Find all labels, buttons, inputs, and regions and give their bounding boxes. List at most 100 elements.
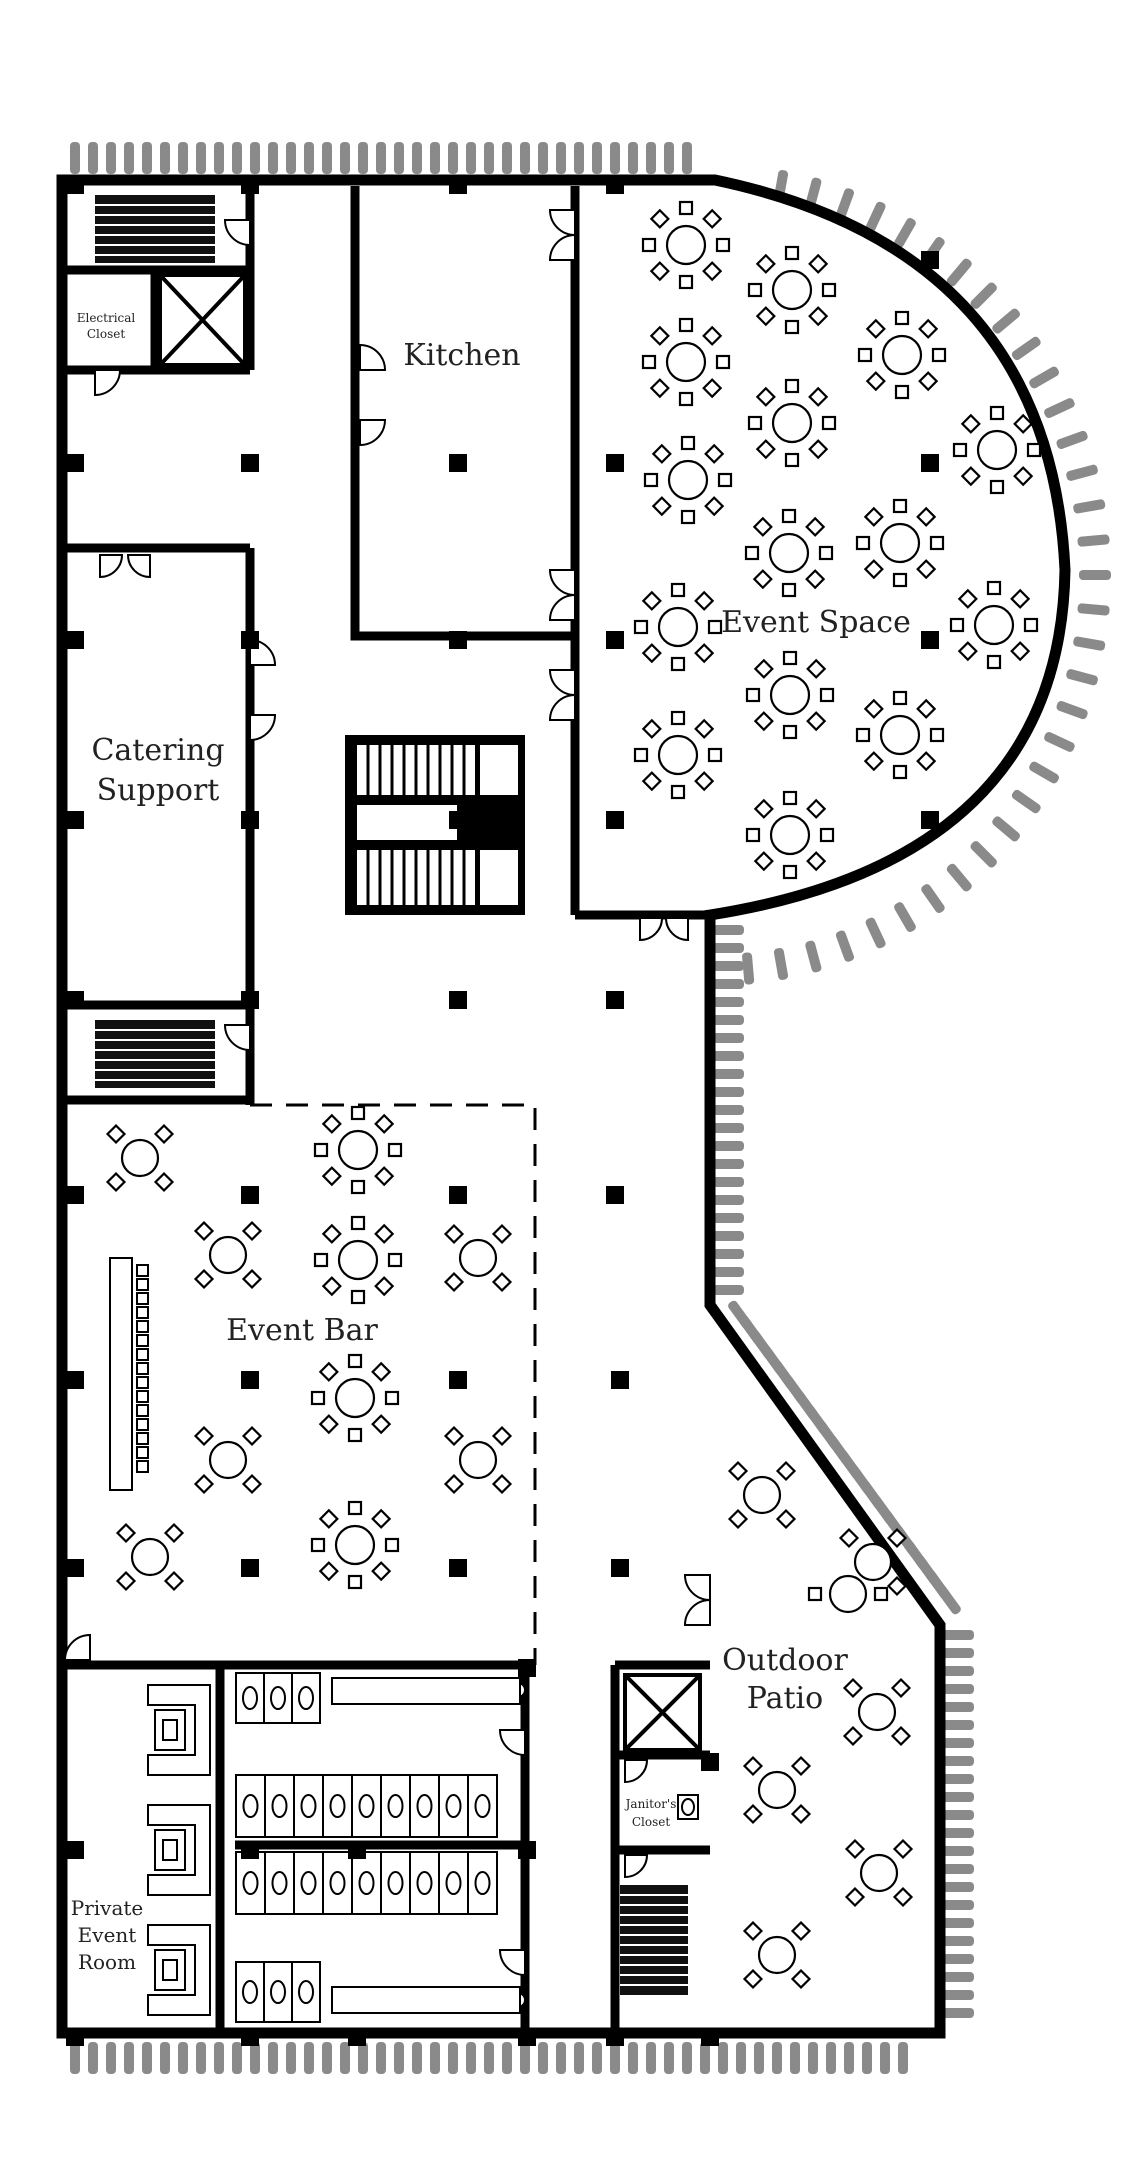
column xyxy=(66,1371,84,1389)
electrical-closet-label: Electrical xyxy=(77,311,136,325)
shrub xyxy=(682,2042,692,2074)
round-table xyxy=(855,498,945,588)
outdoor-patio-label: Outdoor xyxy=(722,1643,848,1678)
shrub xyxy=(942,1666,974,1676)
shrub xyxy=(942,1864,974,1874)
shrub xyxy=(835,188,855,220)
restrooms xyxy=(235,1672,526,2023)
door-swing xyxy=(359,343,387,371)
shrub xyxy=(942,1900,974,1910)
shrub xyxy=(970,282,997,309)
shrub xyxy=(646,2042,656,2074)
shrub xyxy=(556,2042,566,2074)
four-seat-table xyxy=(727,1460,797,1530)
shrub xyxy=(88,142,98,174)
shrub xyxy=(1066,669,1098,686)
restroom-stall xyxy=(291,1961,321,2023)
column xyxy=(241,631,259,649)
four-seat-table xyxy=(842,1677,912,1747)
bar-stool xyxy=(136,1404,149,1417)
four-seat-table xyxy=(443,1425,513,1495)
toilet xyxy=(271,1794,288,1818)
round-table xyxy=(313,1215,403,1305)
shrub xyxy=(790,2042,800,2074)
doors xyxy=(63,209,711,1977)
shrub xyxy=(592,142,602,174)
shrub xyxy=(250,142,260,174)
shrub xyxy=(304,142,314,174)
shrub xyxy=(610,2042,620,2074)
shrub xyxy=(942,1684,974,1694)
shrub xyxy=(772,2042,782,2074)
column xyxy=(241,991,259,1009)
shrub xyxy=(1029,761,1059,784)
shrub xyxy=(942,1828,974,1838)
shrub xyxy=(430,142,440,174)
shrub xyxy=(484,2042,494,2074)
shrub xyxy=(712,1087,744,1097)
stair-south xyxy=(620,1885,688,1995)
shrub xyxy=(754,2042,764,2074)
shrub xyxy=(538,2042,548,2074)
shrub xyxy=(712,979,744,989)
stair-west xyxy=(95,1020,215,1088)
shrub xyxy=(160,142,170,174)
janitors-closet-label: Janitor's xyxy=(624,1797,677,1811)
shrub xyxy=(712,1285,744,1295)
column xyxy=(449,631,467,649)
shrub xyxy=(942,1756,974,1766)
restroom-stall xyxy=(291,1672,321,1724)
column xyxy=(241,1186,259,1204)
shrub xyxy=(466,142,476,174)
column xyxy=(701,2028,719,2046)
toilet xyxy=(329,1871,346,1895)
column xyxy=(241,811,259,829)
four-seat-table xyxy=(193,1220,263,1290)
event-bar-label: Event Bar xyxy=(226,1313,378,1348)
shrub xyxy=(835,930,855,962)
catering-support-label-2: Support xyxy=(97,773,220,808)
electrical-closet-label-2: Closet xyxy=(87,327,126,341)
column xyxy=(241,454,259,472)
shrub xyxy=(942,1882,974,1892)
round-table xyxy=(643,435,733,525)
kitchen-label: Kitchen xyxy=(403,338,520,373)
column xyxy=(921,631,939,649)
shrub xyxy=(340,2042,350,2074)
shrub xyxy=(556,142,566,174)
shrub xyxy=(894,218,916,248)
exterior-walls xyxy=(56,174,1071,2039)
shrub xyxy=(160,2042,170,2074)
shrub xyxy=(286,142,296,174)
toilet xyxy=(242,1871,259,1895)
landscaping-shrubs xyxy=(70,142,1111,2074)
shrub xyxy=(196,2042,206,2074)
door-swing xyxy=(223,219,251,247)
shrub xyxy=(712,1015,744,1025)
toilet xyxy=(474,1871,491,1895)
round-table xyxy=(949,580,1039,670)
structural-columns xyxy=(66,176,939,2046)
round-table xyxy=(747,245,837,335)
column xyxy=(66,2028,84,2046)
shrub xyxy=(448,2042,458,2074)
shrub xyxy=(712,1231,744,1241)
shrub xyxy=(70,142,80,174)
bar-stools xyxy=(136,1264,149,1473)
shrub xyxy=(942,1702,974,1712)
column xyxy=(241,2028,259,2046)
door-swing xyxy=(548,669,576,697)
door-swing xyxy=(249,714,277,742)
shrub xyxy=(942,2008,974,2018)
four-seat-table xyxy=(115,1522,185,1592)
shrub xyxy=(937,1585,961,1615)
column xyxy=(449,991,467,1009)
door-swing xyxy=(664,917,689,942)
toilet xyxy=(416,1871,433,1895)
door-swing xyxy=(359,419,387,447)
shrub xyxy=(712,1141,744,1151)
shrub xyxy=(712,1069,744,1079)
shrub xyxy=(712,1033,744,1043)
shrub xyxy=(268,142,278,174)
